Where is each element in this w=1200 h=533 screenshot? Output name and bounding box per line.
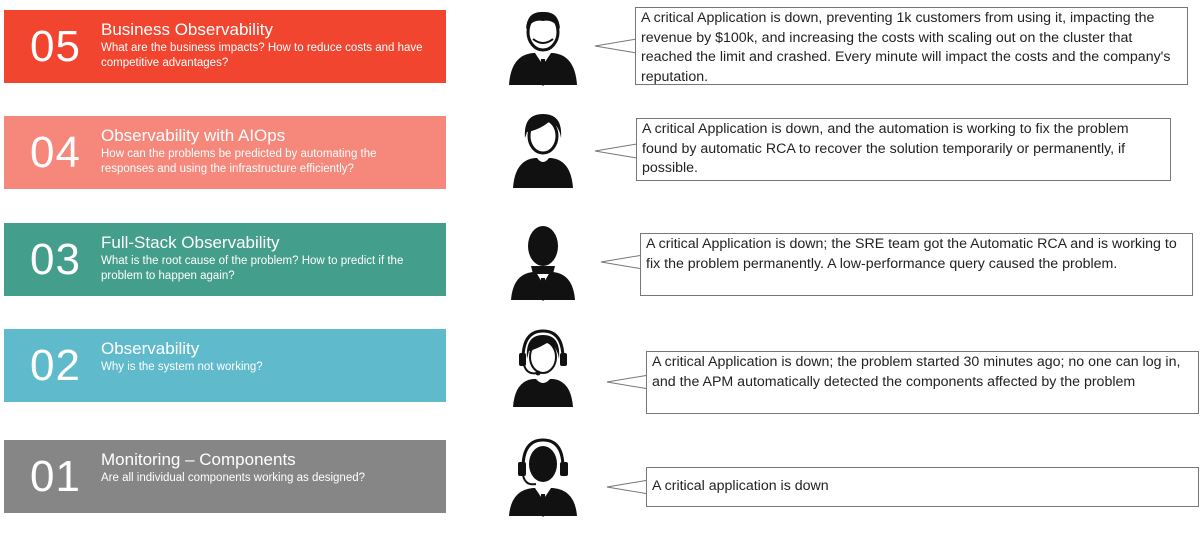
level-subtitle: What are the business impacts? How to re…	[101, 42, 423, 69]
level-02-banner: 02 Observability Why is the system not w…	[4, 329, 446, 402]
statement-bubble: A critical Application is down, preventi…	[635, 7, 1188, 85]
level-subtitle: How can the problems be predicted by aut…	[101, 148, 377, 175]
speech-bubble-tail	[606, 479, 650, 495]
level-05-banner: 05 Business Observability What are the b…	[4, 10, 446, 83]
level-title: Full-Stack Observability	[101, 233, 280, 252]
speech-bubble-tail	[594, 38, 638, 54]
level-subtitle: What is the root cause of the problem? H…	[101, 255, 404, 282]
level-title: Observability	[101, 339, 200, 358]
level-01-banner: 01 Monitoring – Components Are all indiv…	[4, 440, 446, 513]
level-title: Observability with AIOps	[101, 126, 286, 145]
speech-bubble-tail	[600, 254, 644, 270]
level-number: 02	[30, 340, 81, 390]
level-title: Business Observability	[101, 20, 273, 39]
level-number: 03	[30, 234, 81, 284]
level-number: 01	[30, 451, 81, 501]
engineer-icon	[503, 220, 583, 302]
woman-icon	[503, 108, 583, 190]
statement-bubble: A critical Application is down; the SRE …	[640, 233, 1193, 296]
speech-bubble-tail	[594, 143, 638, 159]
level-subtitle: Why is the system not working?	[101, 361, 263, 373]
support-man-headset-icon	[503, 436, 583, 518]
level-subtitle: Are all individual components working as…	[101, 472, 366, 484]
statement-bubble: A critical application is down	[646, 467, 1199, 507]
level-number: 04	[30, 127, 81, 177]
statement-bubble: A critical Application is down, and the …	[636, 118, 1171, 181]
level-03-banner: 03 Full-Stack Observability What is the …	[4, 223, 446, 296]
level-number: 05	[30, 21, 81, 71]
speech-bubble-tail	[606, 374, 650, 390]
support-woman-headset-icon	[503, 327, 583, 409]
business-man-icon	[503, 5, 583, 87]
statement-bubble: A critical Application is down; the prob…	[646, 351, 1199, 414]
level-04-banner: 04 Observability with AIOps How can the …	[4, 116, 446, 189]
level-title: Monitoring – Components	[101, 450, 296, 469]
